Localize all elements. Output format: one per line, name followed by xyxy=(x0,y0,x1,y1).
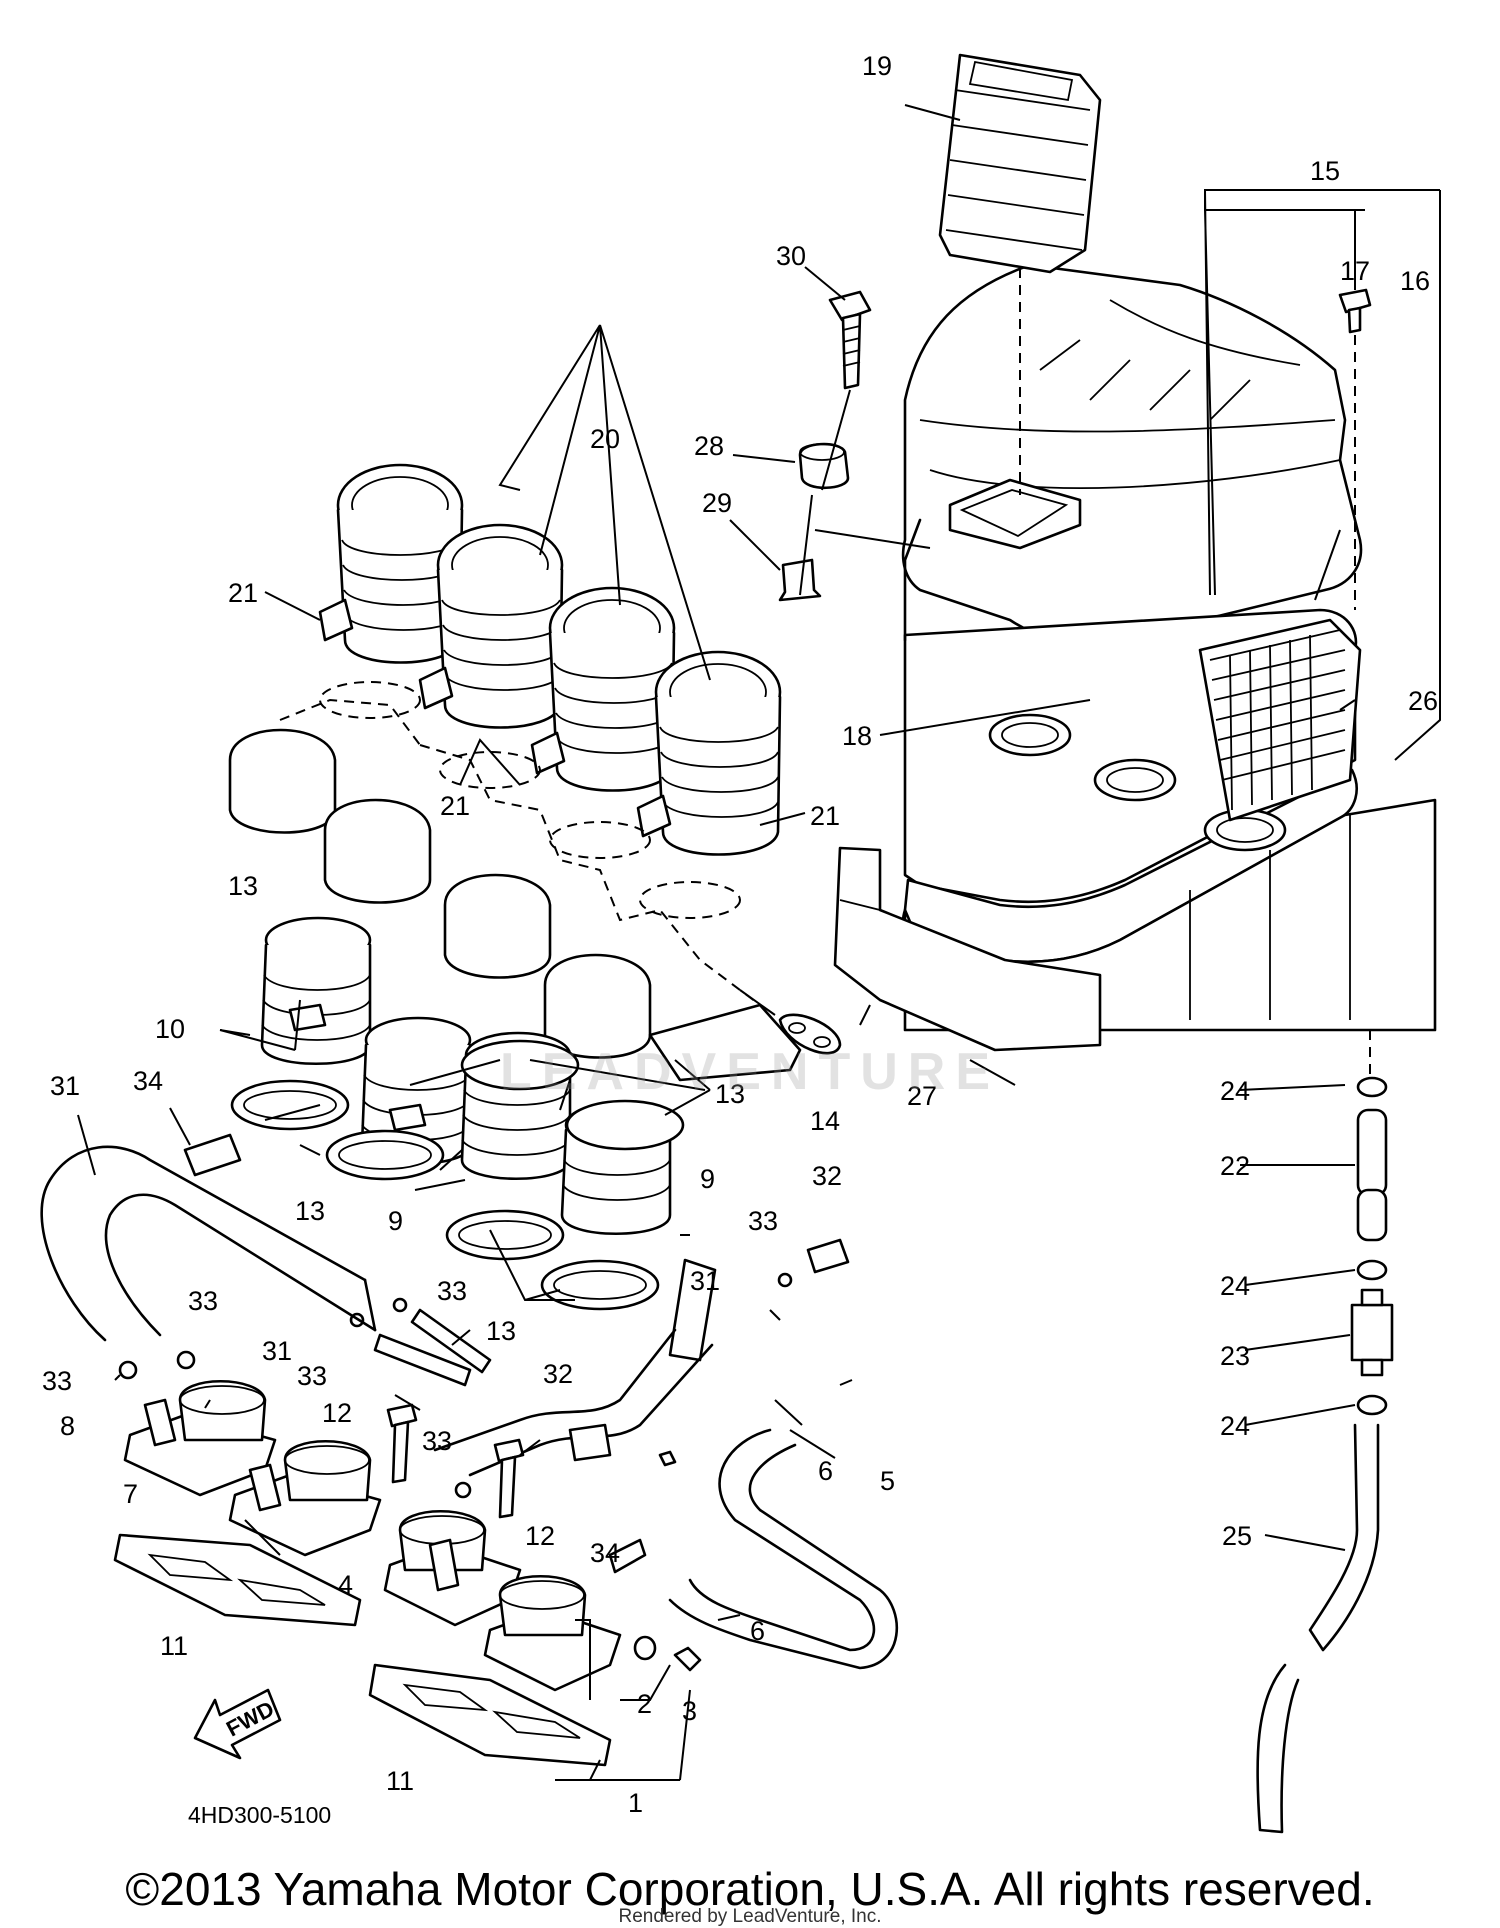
callout-33: 33 xyxy=(42,1366,72,1396)
fwd-arrow-icon: FWD xyxy=(193,1688,282,1760)
callout-19: 19 xyxy=(862,51,892,81)
carburetor-bank xyxy=(228,681,802,1082)
screw-17 xyxy=(1338,288,1372,610)
callout-11: 11 xyxy=(160,1631,188,1661)
hose-5 xyxy=(668,1428,899,1670)
callout-21: 21 xyxy=(228,578,258,608)
parts-diagram: FWD xyxy=(40,51,1441,1834)
joint-20-set xyxy=(318,463,782,856)
vent-line xyxy=(1256,1030,1394,1834)
callout-30: 30 xyxy=(776,241,806,271)
copyright-notice: ©2013 Yamaha Motor Corporation, U.S.A. A… xyxy=(125,1863,1375,1915)
callout-2: 2 xyxy=(637,1689,652,1719)
holder-4 xyxy=(383,1509,522,1627)
callout-17: 17 xyxy=(1340,256,1370,286)
callout-3: 3 xyxy=(682,1696,697,1726)
callout-8: 8 xyxy=(60,1411,75,1441)
callout-33: 33 xyxy=(297,1361,327,1391)
holder-1 xyxy=(483,1538,647,1692)
callout-33: 33 xyxy=(422,1426,452,1456)
callout-14: 14 xyxy=(810,1106,840,1136)
callout-33: 33 xyxy=(748,1206,778,1236)
air-filter-case xyxy=(901,263,1437,1032)
callout-31: 31 xyxy=(690,1266,720,1296)
callout-13: 13 xyxy=(715,1079,745,1109)
grommet-28 xyxy=(798,442,850,490)
callout-22: 22 xyxy=(1220,1151,1250,1181)
watermark: LEADVENTURE xyxy=(499,1043,1001,1101)
callout-31: 31 xyxy=(262,1336,292,1366)
callout-28: 28 xyxy=(694,431,724,461)
gasket-11 xyxy=(113,1533,612,1767)
callout-24: 24 xyxy=(1220,1076,1250,1106)
callout-12: 12 xyxy=(322,1398,352,1428)
callout-33: 33 xyxy=(188,1286,218,1316)
callout-32: 32 xyxy=(543,1359,573,1389)
collar-29 xyxy=(778,389,931,602)
diagram-code: 4HD300-5100 xyxy=(188,1802,331,1828)
callout-1: 1 xyxy=(628,1788,643,1818)
callout-21: 21 xyxy=(810,801,840,831)
callout-15: 15 xyxy=(1310,156,1340,186)
intake-duct xyxy=(938,53,1102,495)
callout-6: 6 xyxy=(818,1456,833,1486)
seal-27 xyxy=(833,846,1102,1052)
callout-10: 10 xyxy=(155,1014,185,1044)
clip-14 xyxy=(739,989,871,1055)
callout-4: 4 xyxy=(338,1570,353,1600)
holder-7 xyxy=(228,1439,382,1557)
callout-12: 12 xyxy=(525,1521,555,1551)
callout-25: 25 xyxy=(1222,1521,1252,1551)
callout-9: 9 xyxy=(700,1164,715,1194)
callout-11: 11 xyxy=(386,1766,414,1796)
callout-13: 13 xyxy=(486,1316,516,1346)
bolt-30 xyxy=(828,290,872,390)
callout-13: 13 xyxy=(295,1196,325,1226)
callout-24: 24 xyxy=(1220,1271,1250,1301)
callout-labels: 19 15 17 16 30 28 29 20 21 21 21 18 26 1… xyxy=(42,51,1438,1818)
callout-18: 18 xyxy=(842,721,872,751)
rendered-by-notice: Rendered by LeadVenture, Inc. xyxy=(618,1906,882,1927)
hose-31 xyxy=(40,1145,717,1477)
leader-lines xyxy=(77,104,1441,1781)
callout-16: 16 xyxy=(1400,266,1430,296)
callout-33: 33 xyxy=(437,1276,467,1306)
callout-7: 7 xyxy=(123,1479,138,1509)
callout-20: 20 xyxy=(590,424,620,454)
callout-31: 31 xyxy=(50,1071,80,1101)
callout-24: 24 xyxy=(1220,1411,1250,1441)
callout-34: 34 xyxy=(590,1538,620,1568)
callout-13: 13 xyxy=(228,871,258,901)
callout-21: 21 xyxy=(440,791,470,821)
callout-27: 27 xyxy=(907,1081,937,1111)
small-parts xyxy=(118,1133,850,1672)
callout-26: 26 xyxy=(1408,686,1438,716)
callout-34: 34 xyxy=(133,1066,163,1096)
callout-29: 29 xyxy=(702,488,732,518)
callout-23: 23 xyxy=(1220,1341,1250,1371)
callout-9: 9 xyxy=(388,1206,403,1236)
callout-32: 32 xyxy=(812,1161,842,1191)
callout-6: 6 xyxy=(750,1616,765,1646)
callout-5: 5 xyxy=(880,1466,895,1496)
holder-8 xyxy=(123,1379,277,1497)
carb-joints xyxy=(230,916,685,1311)
